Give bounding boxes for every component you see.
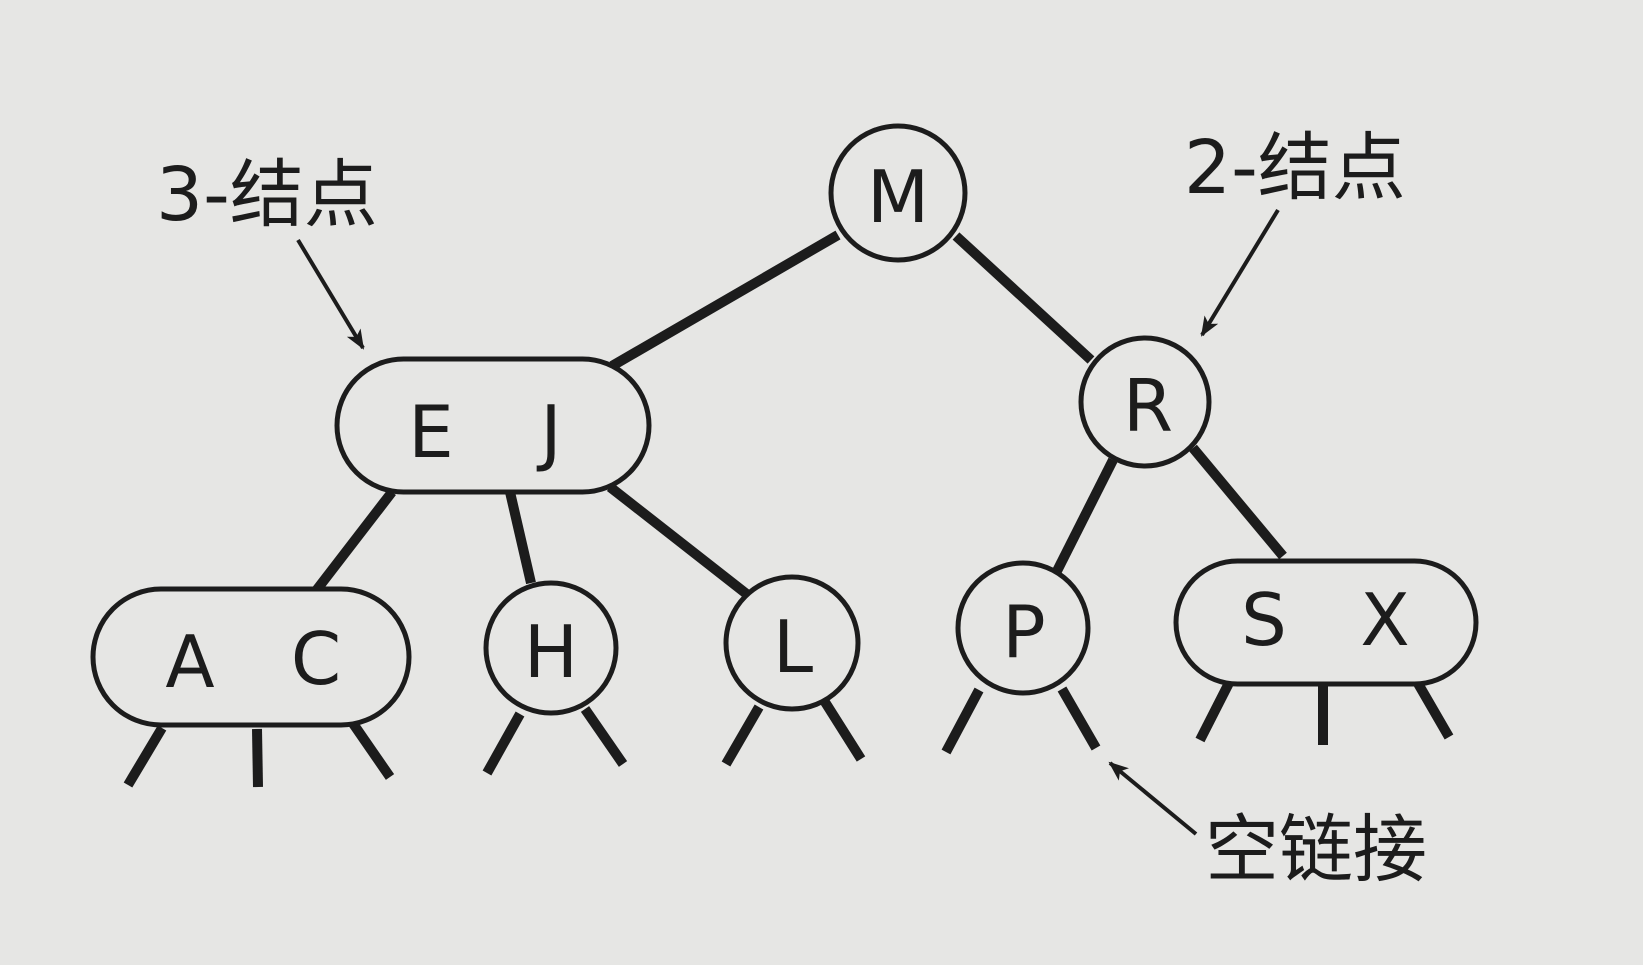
null-link bbox=[252, 728, 263, 788]
key-c: C bbox=[291, 617, 341, 701]
null-link bbox=[482, 711, 525, 776]
link-m-r bbox=[952, 232, 1095, 364]
node-ac bbox=[90, 586, 412, 728]
link-r-p bbox=[1051, 457, 1118, 576]
key-j: J bbox=[536, 390, 561, 474]
arrow-null-link bbox=[1108, 761, 1198, 836]
null-link bbox=[941, 687, 984, 755]
link-ej-h bbox=[505, 490, 536, 585]
link-ej-l bbox=[606, 483, 752, 599]
label-null-link: 空链接 bbox=[1205, 807, 1427, 893]
null-link bbox=[347, 719, 395, 780]
node-p bbox=[955, 560, 1091, 696]
null-link bbox=[1411, 677, 1454, 740]
node-keys: M E J R A C H L P S X bbox=[165, 155, 1409, 704]
tree-links bbox=[123, 230, 1454, 788]
key-e: E bbox=[408, 390, 454, 474]
label-three-node: 3-结点 bbox=[156, 152, 378, 238]
node-r bbox=[1078, 335, 1212, 469]
link-m-ej bbox=[609, 230, 841, 371]
callout-labels: 3-结点 2-结点 空链接 bbox=[156, 125, 1427, 893]
null-link bbox=[123, 725, 167, 788]
key-r: R bbox=[1123, 364, 1173, 448]
arrow-two-node bbox=[1200, 208, 1280, 337]
link-r-sx bbox=[1189, 444, 1287, 560]
null-link bbox=[1195, 680, 1234, 743]
key-m: M bbox=[867, 155, 929, 239]
null-link bbox=[820, 699, 866, 762]
null-link bbox=[1057, 686, 1101, 751]
key-a: A bbox=[165, 620, 214, 704]
key-h: H bbox=[524, 610, 578, 694]
key-x: X bbox=[1360, 578, 1409, 662]
arrow-three-node bbox=[296, 238, 365, 350]
null-link bbox=[721, 704, 764, 767]
null-link bbox=[580, 706, 628, 767]
node-ej bbox=[334, 356, 652, 495]
tree-nodes bbox=[90, 123, 1479, 728]
key-l: L bbox=[773, 605, 813, 689]
label-two-node: 2-结点 bbox=[1184, 125, 1406, 211]
node-m bbox=[828, 123, 968, 263]
node-l bbox=[723, 574, 861, 712]
node-sx bbox=[1173, 558, 1479, 687]
callout-arrows bbox=[296, 208, 1280, 836]
node-h bbox=[483, 580, 619, 716]
key-p: P bbox=[1002, 590, 1045, 674]
link-ej-ac bbox=[311, 488, 396, 596]
key-s: S bbox=[1241, 578, 1287, 662]
